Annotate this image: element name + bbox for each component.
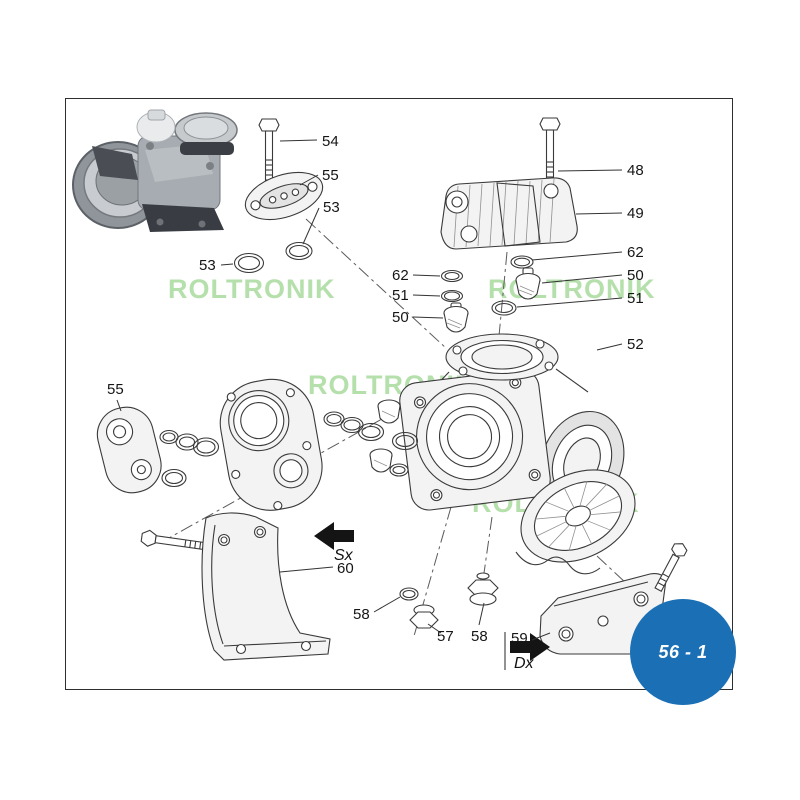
plug-57: [409, 604, 439, 629]
callout-57: 57: [437, 628, 454, 645]
bolt-bracket-59: [654, 543, 688, 592]
cylinder-head-49: [440, 177, 578, 250]
bracket-60: [201, 512, 331, 661]
o-ring-62-right: [510, 255, 534, 269]
page-badge: 56 - 1: [630, 599, 736, 705]
cover-55-left: [96, 406, 162, 494]
callout-52: 52: [627, 336, 644, 353]
bolt-48: [539, 117, 561, 191]
bolt-bracket-60: [140, 529, 205, 551]
o-ring-51-right: [491, 300, 517, 316]
watermark-text: ROLTRONIK: [168, 274, 336, 304]
o-ring-53-a: [285, 241, 313, 261]
valve-50-left: [443, 302, 469, 333]
o-ring-58-a: [399, 587, 419, 601]
o-ring-chain-left: [159, 429, 220, 488]
callout-58-a: 58: [353, 606, 370, 623]
valve-plate-55: [244, 171, 324, 221]
callout-53-b: 53: [199, 257, 216, 274]
callout-48: 48: [627, 162, 644, 179]
callout-59: 59: [511, 630, 528, 647]
o-ring-53-b: [233, 252, 265, 274]
callout-53-a: 53: [323, 199, 340, 216]
callout-60: 60: [337, 560, 354, 577]
callout-51-right: 51: [627, 290, 644, 307]
leader-lines: [116, 139, 623, 641]
callout-62-right: 62: [627, 244, 644, 261]
plug-58-b: [467, 572, 499, 606]
callout-58-b: 58: [471, 628, 488, 645]
backplate-flange: [219, 378, 323, 511]
callout-49: 49: [627, 205, 644, 222]
mid-seal-parts: [323, 399, 419, 477]
badge-text: 56 - 1: [658, 641, 708, 662]
callout-50-right: 50: [627, 267, 644, 284]
dx-arrow-icon: [504, 632, 550, 670]
callout-51-left: 51: [392, 287, 409, 304]
callout-62-left: 62: [392, 267, 409, 284]
sx-label: Sx: [334, 547, 353, 564]
callout-50-left: 50: [392, 309, 409, 326]
callout-55-left: 55: [107, 381, 124, 398]
diaphragm-cover: [515, 469, 636, 575]
sx-arrow-icon: [314, 522, 354, 550]
diagram-frame: [65, 98, 733, 690]
o-ring-62-left: [440, 269, 464, 283]
callout-54: 54: [322, 133, 339, 150]
bolt-54: [258, 118, 280, 186]
assembled-pump-photo: [72, 109, 238, 232]
o-ring-51-left: [440, 289, 464, 303]
callout-55-top: 55: [322, 167, 339, 184]
dx-label: Dx: [514, 655, 534, 672]
valve-50-right: [515, 267, 541, 300]
